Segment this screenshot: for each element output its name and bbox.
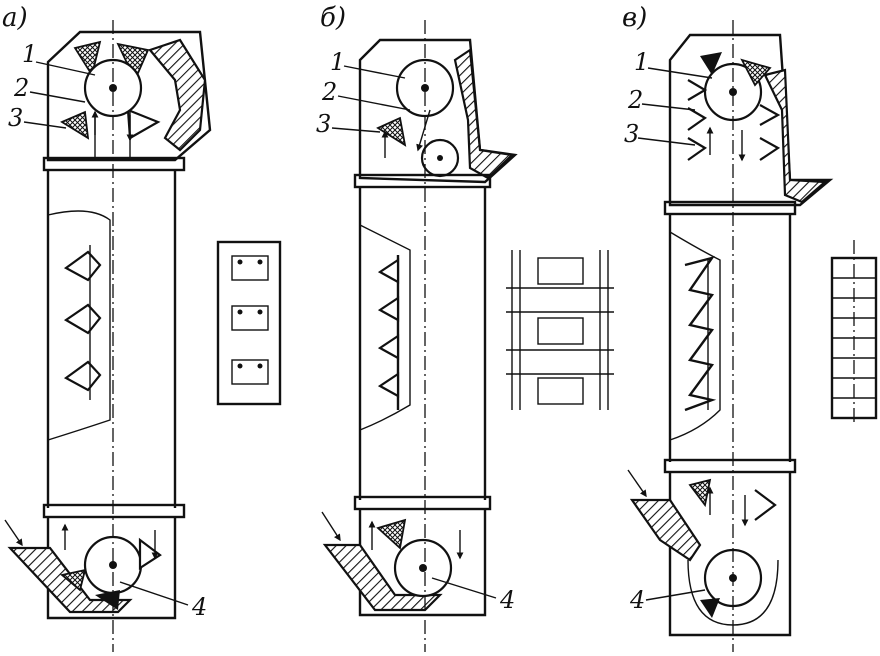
bucket-head-c3 <box>687 137 708 161</box>
head-flange <box>42 156 186 172</box>
bucket-plate-2 <box>231 305 269 331</box>
cutaway-edge <box>47 210 111 441</box>
head-housing <box>46 30 212 162</box>
rivet <box>257 259 263 265</box>
bucket-mid-b3 <box>377 333 400 360</box>
callout-1-c: 1 <box>634 48 649 76</box>
discharge-chute <box>148 38 207 152</box>
rivet <box>237 363 243 369</box>
feed-arrow-c <box>627 469 647 498</box>
bucket-mid-1 <box>63 250 102 282</box>
discharge-chute-b <box>453 48 515 180</box>
callout-1: 1 <box>22 40 37 68</box>
bucket-boot-left <box>60 568 87 592</box>
leader-2-b <box>337 95 411 111</box>
callout-3: 3 <box>8 104 23 132</box>
bucket-mid-2 <box>63 303 102 335</box>
bucket-head-right <box>126 108 161 140</box>
leader-2-c <box>641 103 696 111</box>
callout-4-b: 4 <box>499 586 515 614</box>
leader-1-c <box>647 67 713 79</box>
continuous-buckets-c <box>684 256 717 412</box>
callout-2-b: 2 <box>321 78 337 106</box>
bucket-head-3 <box>60 110 90 140</box>
bucket-mid-b4 <box>377 371 400 398</box>
bucket-head-c5 <box>759 137 781 161</box>
rivet <box>257 363 263 369</box>
panel-label-c: в) <box>622 3 647 33</box>
leader-3-b <box>331 127 381 133</box>
rivet <box>237 309 243 315</box>
bucket-top-c <box>700 52 722 75</box>
cutaway-edge-b <box>359 224 411 431</box>
chain-detail-b <box>506 250 614 410</box>
callout-1-b: 1 <box>330 48 345 76</box>
callout-3-b: 3 <box>316 110 331 138</box>
bucket-mid-b2 <box>377 295 400 322</box>
leader-1 <box>35 61 96 76</box>
bucket-boot-c3 <box>754 489 777 521</box>
boot-housing-c <box>668 472 792 637</box>
discharge-chute-c <box>763 68 828 204</box>
callout-4: 4 <box>191 593 207 621</box>
bucket-top-right-c <box>740 58 772 87</box>
boot-flange <box>42 503 186 519</box>
bucket-head-c4 <box>759 104 781 126</box>
callout-3-c: 3 <box>624 120 639 148</box>
leader-2 <box>29 91 86 103</box>
boot-flange-b <box>353 495 492 511</box>
boot-sprocket-axle-b <box>419 564 427 572</box>
rivet <box>237 259 243 265</box>
panel-b: б) 1 2 3 4 <box>316 3 614 652</box>
bucket-boot-bottom <box>95 590 120 610</box>
bucket-mid-b1 <box>377 257 400 284</box>
panel-label-a: а) <box>2 3 28 33</box>
leader-4 <box>119 581 189 606</box>
arrow-discharge-b <box>416 109 431 152</box>
leader-4-b <box>431 577 497 599</box>
bucket-plate-1 <box>231 255 269 281</box>
callout-2-c: 2 <box>627 86 643 114</box>
deflector-axle-b <box>437 155 443 161</box>
bucket-head-c2 <box>687 107 708 131</box>
bucket-head-b <box>376 116 407 147</box>
head-flange-c <box>663 200 797 216</box>
feed-arrow-b <box>321 511 341 542</box>
belt-detail-a <box>216 240 282 406</box>
bucket-boot-c2 <box>700 598 720 618</box>
callout-4-c: 4 <box>629 586 645 614</box>
bucket-head-c1 <box>687 79 708 101</box>
leader-3 <box>23 121 67 129</box>
cutaway-edge-c <box>669 231 721 441</box>
callout-2: 2 <box>13 74 29 102</box>
panel-label-b: б) <box>320 3 346 33</box>
bucket-boot-b <box>376 518 407 550</box>
panel-a: а) <box>2 3 282 652</box>
bucket-detail-c <box>830 240 878 425</box>
leader-4-c <box>645 589 706 601</box>
feed-arrow <box>4 519 23 547</box>
head-flange-b <box>353 173 492 189</box>
boot-pulley-axle <box>109 561 117 569</box>
boot-flange-c <box>663 458 797 474</box>
leader-1-b <box>343 65 406 79</box>
bucket-boot-c1 <box>688 478 712 508</box>
boot-feed-hopper-c <box>629 498 702 562</box>
panel-c: в) 1 2 3 <box>622 3 878 652</box>
bucket-mid-3 <box>63 360 102 392</box>
bucket-boot-right <box>138 537 162 571</box>
boot-feed-hopper-b <box>322 543 443 612</box>
rivet <box>257 309 263 315</box>
leader-3-c <box>637 137 696 146</box>
bucket-plate-3 <box>231 359 269 385</box>
bucket-top-right <box>116 42 150 83</box>
